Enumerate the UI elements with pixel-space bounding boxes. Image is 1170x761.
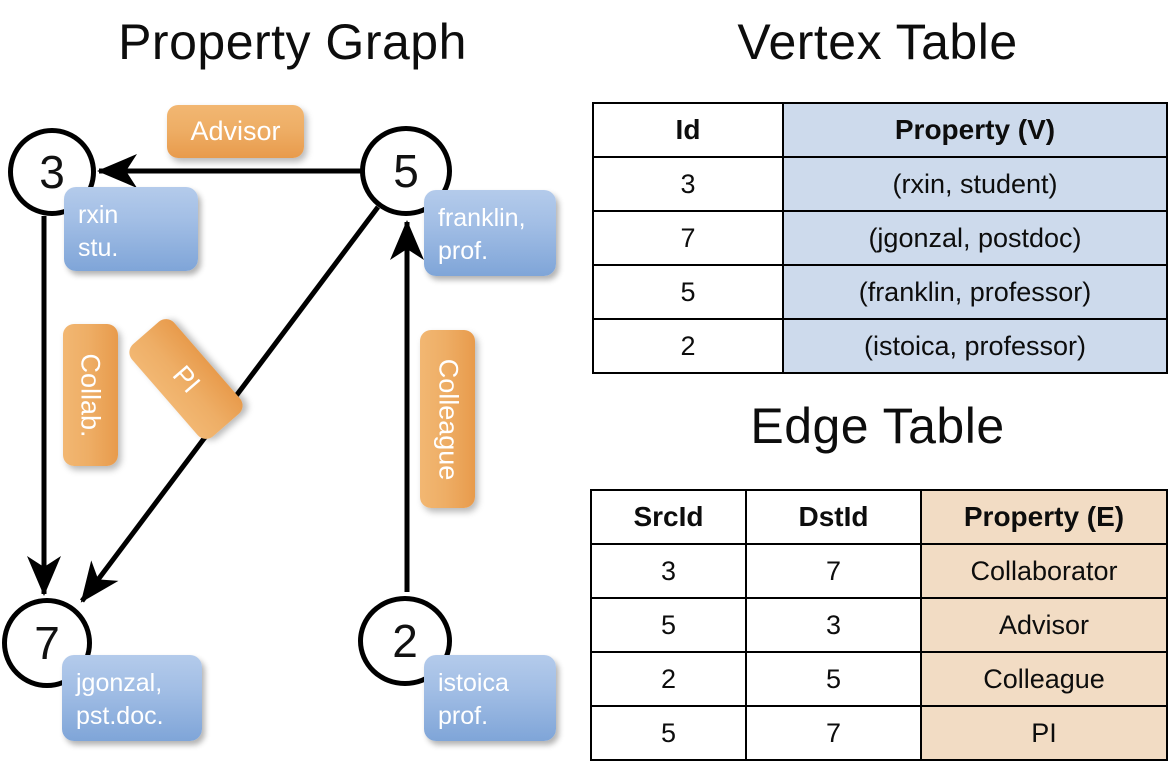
column-header-property-v: Property (V)	[782, 102, 1168, 158]
property-graph-diagram: 3 5 7 2 rxin stu. franklin, prof. jgonza…	[0, 0, 585, 760]
table-row: 5 7 PI	[590, 705, 1168, 761]
cell-srcid: 5	[590, 597, 747, 653]
cell-srcid: 3	[590, 543, 747, 599]
cell-property: PI	[920, 705, 1168, 761]
cell-property: Colleague	[920, 651, 1168, 707]
cell-property: (rxin, student)	[782, 156, 1168, 212]
cell-id: 3	[592, 156, 784, 212]
cell-dstid: 3	[745, 597, 922, 653]
vertex-property-line2: pst.doc.	[76, 702, 164, 730]
column-header-property-e: Property (E)	[920, 489, 1168, 545]
cell-property: (jgonzal, postdoc)	[782, 210, 1168, 266]
cell-id: 5	[592, 264, 784, 320]
edge-table: SrcId DstId Property (E) 3 7 Collaborato…	[590, 489, 1168, 761]
column-header-srcid: SrcId	[590, 489, 747, 545]
vertex-property-line2: prof.	[438, 237, 489, 265]
vertex-property-box-jgonzal: jgonzal, pst.doc.	[62, 655, 202, 741]
vertex-property-box-franklin: franklin, prof.	[424, 190, 556, 276]
cell-property: (franklin, professor)	[782, 264, 1168, 320]
edge-label-collab: Collab.	[63, 324, 118, 466]
table-row: 7 (jgonzal, postdoc)	[592, 210, 1168, 266]
cell-property: (istoica, professor)	[782, 318, 1168, 374]
cell-dstid: 5	[745, 651, 922, 707]
vertex-property-box-istoica: istoica prof.	[424, 655, 556, 741]
graph-vertex-2[interactable]: 2	[358, 596, 452, 686]
page-title-edge-table: Edge Table	[750, 398, 1005, 454]
vertex-property-line1: franklin,	[438, 204, 526, 232]
column-header-dstid: DstId	[745, 489, 922, 545]
cell-property: Collaborator	[920, 543, 1168, 599]
graph-vertex-5[interactable]: 5	[360, 126, 452, 216]
vertex-property-line1: jgonzal,	[76, 669, 163, 697]
table-header-row: SrcId DstId Property (E)	[590, 489, 1168, 545]
edge-label-text: Collab.	[76, 352, 107, 438]
edge-label-colleague: Colleague	[420, 330, 475, 508]
table-row: 5 (franklin, professor)	[592, 264, 1168, 320]
vertex-property-line1: istoica	[438, 669, 509, 697]
table-row: 2 5 Colleague	[590, 651, 1168, 707]
table-row: 3 (rxin, student)	[592, 156, 1168, 212]
edge-label-text: PI	[166, 359, 207, 399]
table-row: 3 7 Collaborator	[590, 543, 1168, 599]
page-title-property-graph: Property Graph	[118, 14, 467, 70]
cell-dstid: 7	[745, 543, 922, 599]
vertex-property-line1: rxin	[78, 201, 119, 229]
vertex-table: Id Property (V) 3 (rxin, student) 7 (jgo…	[592, 102, 1168, 374]
cell-id: 7	[592, 210, 784, 266]
cell-property: Advisor	[920, 597, 1168, 653]
cell-srcid: 2	[590, 651, 747, 707]
edge-label-text: Colleague	[433, 358, 463, 480]
table-row: 2 (istoica, professor)	[592, 318, 1168, 374]
edge-label-advisor: Advisor	[167, 105, 304, 158]
cell-id: 2	[592, 318, 784, 374]
cell-srcid: 5	[590, 705, 747, 761]
vertex-property-line2: prof.	[438, 702, 489, 730]
edge-label-text: Advisor	[190, 116, 281, 146]
vertex-property-box-rxin: rxin stu.	[64, 187, 198, 271]
cell-dstid: 7	[745, 705, 922, 761]
vertex-property-line2: stu.	[78, 234, 119, 262]
table-header-row: Id Property (V)	[592, 102, 1168, 158]
table-row: 5 3 Advisor	[590, 597, 1168, 653]
page-title-vertex-table: Vertex Table	[737, 14, 1018, 70]
column-header-id: Id	[592, 102, 784, 158]
